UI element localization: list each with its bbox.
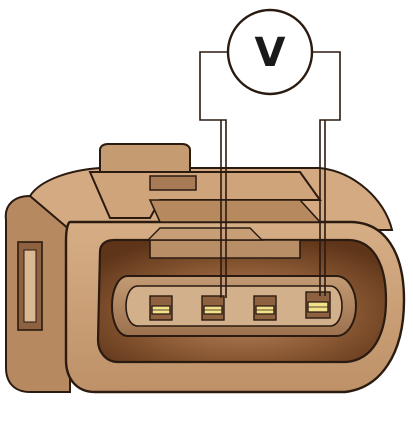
terminal-1: [149, 295, 173, 321]
probe-lead-right: [312, 51, 341, 296]
voltmeter-symbol: V: [255, 30, 286, 76]
terminal-4: [305, 291, 331, 319]
terminal-3: [253, 295, 277, 321]
probe-leads: [199, 51, 341, 298]
pin-block: [110, 275, 358, 337]
voltmeter-icon: V: [226, 8, 314, 96]
probe-lead-left: [199, 51, 228, 298]
terminal-2: [201, 295, 225, 321]
locking-tab: [88, 143, 322, 223]
